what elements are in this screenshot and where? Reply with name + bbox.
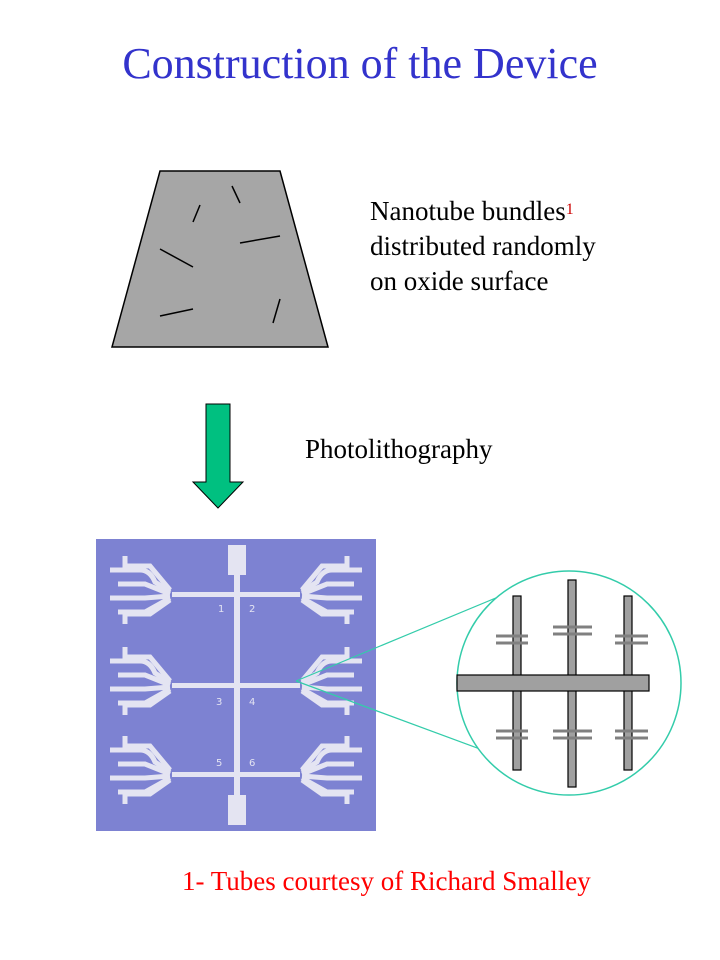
- electrode-group-left-3: [110, 736, 172, 804]
- footnote-marker: 1: [565, 201, 574, 218]
- zoom-detail: [456, 570, 682, 796]
- electrode-group-right-1: [300, 556, 362, 624]
- substrate-caption: Nanotube bundles1 distributed randomly o…: [370, 194, 596, 299]
- footnote: 1- Tubes courtesy of Richard Smalley: [182, 866, 591, 896]
- step-label: Photolithography: [305, 434, 493, 464]
- process-arrow: [191, 403, 245, 509]
- chip-label-3: 3: [216, 697, 222, 708]
- electrode-group-right-3: [300, 736, 362, 804]
- electrode-group-right-2: [300, 647, 362, 715]
- electrode-group-left-2: [110, 647, 172, 715]
- gate-bar: [456, 674, 650, 692]
- caption-line-2: distributed randomly: [370, 231, 596, 261]
- oxide-substrate: [111, 170, 329, 348]
- chip-label-4: 4: [249, 697, 255, 708]
- caption-line-3: on oxide surface: [370, 266, 549, 296]
- chip-image: 1 2 3 4 5 6: [96, 539, 376, 831]
- caption-line-1: Nanotube bundles: [370, 196, 566, 226]
- chip-label-1: 1: [218, 604, 224, 615]
- electrode-group-left-1: [110, 556, 172, 624]
- chip-label-5: 5: [216, 758, 222, 769]
- nanotube-bundles: [159, 185, 281, 324]
- slide-title: Construction of the Device: [122, 39, 598, 88]
- chip-label-2: 2: [249, 604, 255, 615]
- chip-label-6: 6: [249, 758, 255, 769]
